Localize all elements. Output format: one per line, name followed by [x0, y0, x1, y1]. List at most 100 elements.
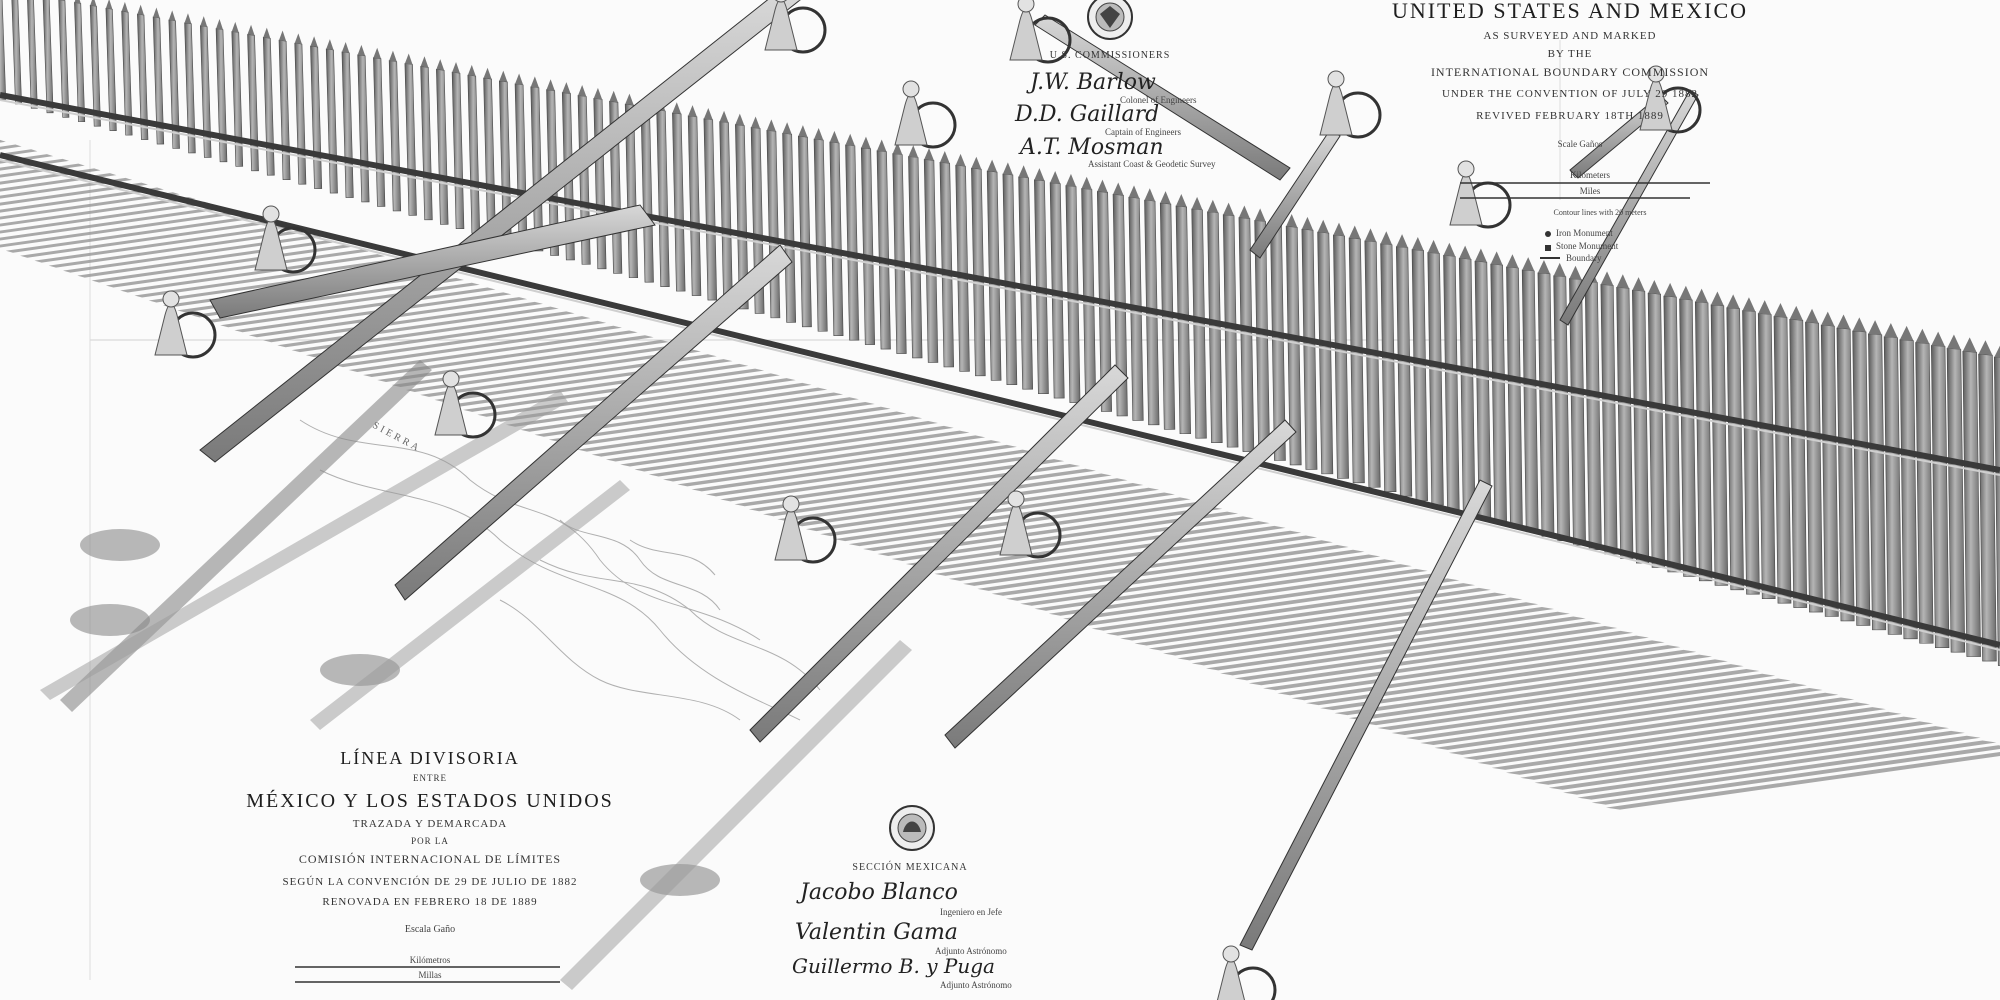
fence-slat — [1301, 228, 1318, 470]
shadow-stripe — [491, 378, 796, 422]
fence-spike — [703, 107, 713, 120]
scale-bar-mx — [295, 966, 560, 983]
fence-spike — [231, 21, 239, 33]
us-header-line5: REVIVED FEBRUARY 18TH 1889 — [1476, 110, 1664, 122]
us-header-line4: UNDER THE CONVENTION OF JULY 29 1882 — [1441, 88, 1699, 100]
mx-header-line1: ENTRE — [413, 773, 447, 783]
fence-spike — [1301, 216, 1314, 231]
mx-scale-miles: Millas — [418, 970, 442, 980]
fence-spike — [1175, 193, 1187, 207]
fence-spike — [1490, 251, 1503, 266]
fence-spike — [1915, 328, 1930, 344]
fence-spike — [971, 156, 982, 170]
figure-head — [1222, 945, 1240, 963]
fence-spike — [1144, 188, 1156, 202]
shadow-stripe — [1048, 564, 1412, 616]
figure-body — [1449, 173, 1483, 226]
shadow-stripe — [48, 230, 306, 268]
fence-slat — [876, 150, 891, 350]
fence-slat — [74, 2, 86, 123]
fence-slat — [1931, 345, 1950, 649]
mx-signature-3: Guillermo B. y Puga — [792, 954, 995, 978]
fence-slat — [797, 135, 812, 328]
shadow-stripe — [648, 430, 970, 477]
shadow-stripe — [1377, 673, 1776, 731]
shadow-stripe — [1520, 721, 1934, 780]
fence-slat — [1647, 292, 1665, 568]
fence-slat — [404, 63, 417, 216]
shadow-stripe — [1348, 664, 1744, 721]
fence-spike — [499, 70, 508, 82]
figure-body — [894, 93, 928, 146]
shadow-stripe — [1420, 688, 1823, 745]
fence-spike — [105, 0, 113, 10]
shadow-stripe — [1077, 573, 1444, 626]
fence-spike — [467, 64, 476, 77]
fence-spike — [216, 19, 223, 30]
fence-spike — [955, 153, 966, 167]
shadow-stripe — [534, 392, 844, 437]
fence-slat — [971, 167, 986, 377]
fence-spike — [908, 145, 919, 158]
mx-header-line5: SEGÚN LA CONVENCIÓN DE 29 DE JULIO DE 18… — [282, 876, 578, 888]
fence-spike — [1254, 208, 1266, 222]
fence-slat — [986, 170, 1002, 381]
seesaw-figure-icon — [1319, 70, 1382, 139]
shadow-stripe — [1148, 597, 1523, 651]
seesaw-figure-icon — [434, 370, 497, 439]
shadow-stripe — [305, 316, 591, 358]
shadow-stripe — [448, 363, 749, 407]
fence-spike — [137, 4, 144, 16]
fence-slat — [1946, 348, 1966, 653]
shadow-stripe — [1577, 740, 1997, 800]
figure-body — [154, 303, 188, 356]
fence-slat — [703, 118, 718, 301]
fence-spike — [1238, 205, 1250, 219]
fence-slat — [1616, 287, 1634, 559]
shadow-stripe — [91, 244, 354, 283]
fence-spike — [1097, 179, 1108, 193]
fence-slat — [1757, 313, 1776, 599]
fence-slat — [373, 57, 386, 207]
mx-role-3: Adjunto Astrónomo — [940, 980, 1012, 990]
fence-spike — [1962, 337, 1977, 353]
fence-spike — [625, 93, 634, 106]
us-role-3: Assistant Coast & Geodetic Survey — [1088, 159, 1216, 169]
fence-spike — [1396, 234, 1408, 248]
fence-spike — [452, 62, 460, 74]
fence-spike — [1553, 262, 1566, 277]
shadow-stripe — [1363, 668, 1760, 726]
legend-item-boundary: Boundary — [1566, 253, 1602, 263]
fence-spike — [389, 50, 397, 62]
us-scale-miles: Miles — [1579, 186, 1601, 196]
us-commissioners-heading: U.S. COMMISSIONERS — [1049, 50, 1171, 61]
fence-slat — [1348, 237, 1365, 484]
fence-slat — [1694, 301, 1713, 582]
shadow-stripe — [1134, 592, 1507, 646]
fence-spike — [845, 133, 855, 146]
fence-slat — [105, 7, 117, 131]
fence-slat — [1883, 336, 1902, 635]
shadow-stripe — [334, 325, 622, 368]
us-scale-km: Kilometers — [1570, 170, 1610, 180]
fence-slat — [845, 144, 860, 341]
fence-spike — [263, 27, 271, 39]
mx-header-line2: TRAZADA Y DEMARCADA — [352, 818, 508, 830]
shadow-stripe — [0, 196, 196, 227]
fence-spike — [562, 82, 571, 94]
fence-slat — [593, 98, 607, 270]
shadow-stripe — [1263, 635, 1649, 691]
fence-spike — [515, 73, 524, 85]
shadow-stripe — [720, 454, 1049, 502]
figure-body — [1639, 78, 1673, 131]
fence-slat — [1191, 208, 1207, 439]
fence-spike — [1884, 323, 1898, 338]
fence-slat — [262, 36, 275, 176]
fence-spike — [593, 87, 603, 100]
fence-slat — [1773, 316, 1792, 604]
shadow-stripe — [1320, 654, 1713, 711]
shadow-stripe — [1034, 559, 1397, 611]
fence-spike — [200, 16, 208, 27]
shadow-stripe — [1120, 587, 1491, 641]
us-role-2: Captain of Engineers — [1105, 127, 1181, 137]
